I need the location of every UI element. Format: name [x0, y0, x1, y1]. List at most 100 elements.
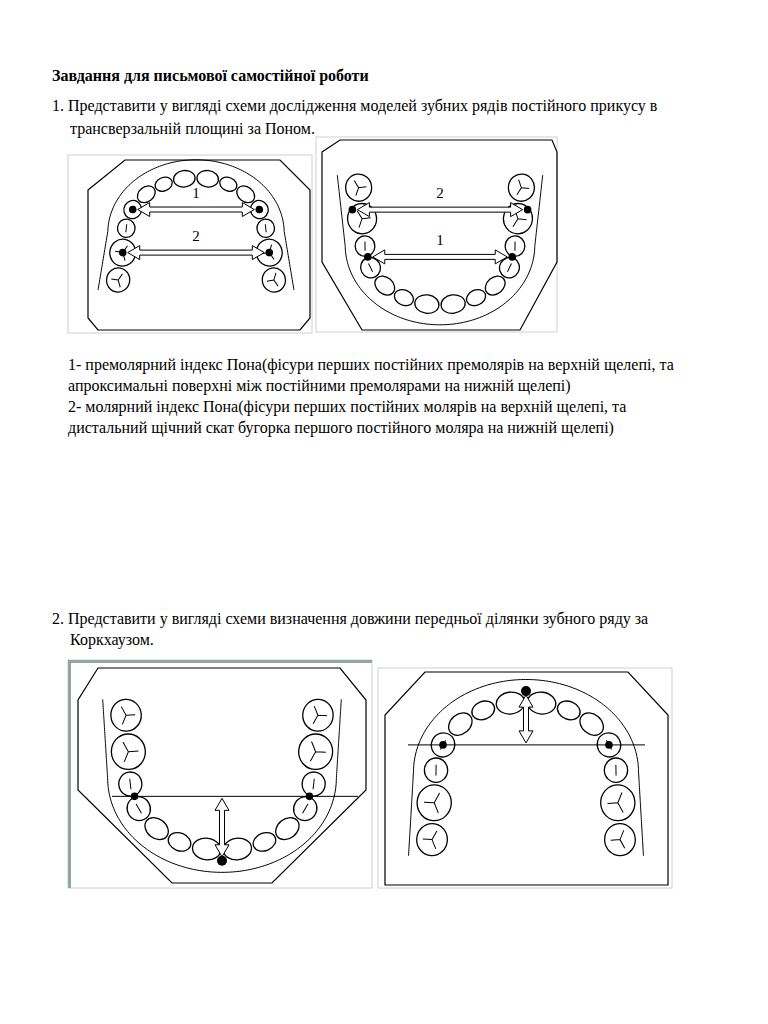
premolar-fissure — [369, 264, 373, 272]
tooth — [416, 784, 452, 822]
tooth — [218, 175, 240, 194]
tooth-crown — [298, 733, 334, 771]
premolar-fissure — [303, 804, 308, 813]
tooth-crown — [604, 823, 637, 857]
tooth-crown — [110, 733, 146, 771]
tooth — [600, 784, 636, 822]
tooth — [301, 771, 327, 798]
image-border — [378, 668, 672, 888]
tooth-crown — [116, 218, 136, 238]
image-border — [68, 660, 372, 888]
premolar-fissure — [125, 224, 127, 232]
measure-point — [119, 249, 127, 257]
tooth-crown — [600, 784, 636, 822]
tooth-crown — [464, 287, 488, 309]
tooth-crown — [414, 293, 441, 315]
tooth-crown — [469, 698, 497, 723]
measure-point — [255, 206, 263, 214]
measure-point — [521, 686, 531, 696]
tooth-crown — [250, 829, 278, 854]
molar-fissure — [121, 706, 135, 725]
tooth-crown — [604, 758, 628, 783]
tooth — [165, 829, 193, 854]
tooth-crown — [218, 175, 240, 194]
premolar-fissure — [136, 804, 141, 813]
tooth-crown — [256, 218, 276, 238]
gum-contour — [98, 160, 294, 290]
image-border — [316, 137, 557, 332]
measure-point — [349, 206, 357, 214]
measure-point — [217, 856, 227, 866]
tooth — [505, 236, 525, 257]
premolar-fissure — [265, 224, 267, 232]
tooth-crown — [117, 771, 143, 798]
premolar-fissure — [313, 779, 314, 790]
tooth — [256, 218, 276, 238]
model-base-outline — [78, 668, 366, 883]
tooth — [464, 287, 488, 309]
measure-point — [364, 253, 372, 261]
tooth — [260, 266, 287, 294]
tooth — [440, 293, 467, 315]
note-text: 1- премолярний індекс Пона(фісури перших… — [68, 354, 708, 396]
tooth — [392, 287, 416, 309]
tooth — [507, 173, 536, 203]
measure-point — [131, 793, 139, 801]
note-text: 2- молярний індекс Пона(фісури перших по… — [68, 396, 708, 438]
premolar-fissure — [364, 242, 365, 251]
tooth-crown — [123, 792, 155, 824]
tooth — [117, 771, 143, 798]
tooth-crown — [507, 173, 536, 203]
molar-fissure — [110, 272, 122, 287]
tooth — [123, 792, 155, 824]
tooth — [604, 823, 637, 857]
upper-jaw-model — [88, 160, 310, 330]
model-base-outline — [322, 140, 557, 330]
measure-point — [306, 793, 314, 801]
tooth-crown — [355, 236, 375, 257]
tooth — [414, 293, 441, 315]
tooth-crown — [302, 698, 334, 732]
callout-number: 1 — [434, 233, 446, 248]
tooth-crown — [392, 287, 416, 309]
measure-arrow — [215, 798, 229, 856]
measure-point — [129, 206, 137, 214]
tooth-crown — [110, 698, 142, 732]
tooth — [153, 175, 175, 194]
tooth-crown — [416, 784, 452, 822]
molar-fissure — [266, 273, 278, 288]
molar-fissure — [422, 830, 437, 849]
molar-fissure — [607, 793, 623, 814]
tooth-crown — [505, 236, 525, 257]
lower-jaw-model — [322, 140, 557, 330]
premolar-fissure — [514, 242, 515, 251]
tooth — [604, 758, 628, 783]
callout-number: 1 — [190, 186, 202, 201]
callout-number: 2 — [434, 186, 446, 201]
premolar-fissure — [435, 765, 436, 776]
task-text: 2. Представити у вигляді схеми визначенн… — [52, 608, 700, 650]
callout-number: 2 — [190, 229, 202, 244]
premolar-fissure — [130, 779, 131, 790]
premolar-fissure — [507, 264, 511, 272]
tooth — [416, 823, 449, 857]
tooth-crown — [555, 698, 583, 723]
tooth-crown — [301, 771, 327, 798]
image-border — [68, 155, 312, 333]
upper-jaw-model — [385, 672, 668, 885]
tooth-crown — [424, 758, 448, 783]
measure-point — [508, 253, 516, 261]
tooth — [344, 173, 373, 203]
tooth-crown — [153, 175, 175, 194]
transverse-line — [112, 796, 358, 797]
premolar-fissure — [615, 765, 616, 776]
gum-contour — [103, 699, 342, 872]
tooth — [302, 698, 334, 732]
page-title: Завдання для письмової самостійної робот… — [52, 66, 369, 86]
tooth-crown — [416, 823, 449, 857]
tooth — [250, 829, 278, 854]
tooth-crown — [440, 293, 467, 315]
tooth — [105, 266, 132, 294]
